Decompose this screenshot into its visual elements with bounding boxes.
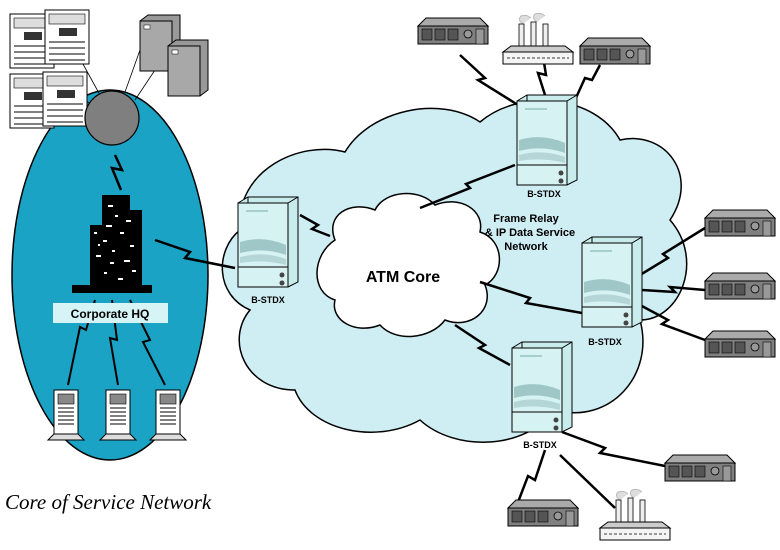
- hq-label-box: [53, 303, 168, 323]
- mainframe-cabinet: [167, 39, 209, 97]
- server-rack: [42, 71, 88, 127]
- bstdx-switch-bottom: [511, 341, 573, 433]
- remote-office-icon: [704, 272, 776, 300]
- remote-office-icon: [704, 330, 776, 358]
- hq-label: Corporate HQ: [71, 307, 150, 321]
- atm-core-cloud: [316, 192, 501, 338]
- bstdx-label-top: B-STDX: [527, 189, 561, 199]
- wan-links: [109, 49, 706, 511]
- bstdx-label-right: B-STDX: [588, 337, 622, 347]
- network-label-line1: Frame Relay: [493, 213, 559, 225]
- remote-office-icon: [507, 499, 579, 527]
- bstdx-switch-right: [581, 236, 643, 328]
- bstdx-label-bottom: B-STDX: [523, 440, 557, 450]
- hq-hub: [84, 90, 140, 146]
- factory-icon: [502, 12, 574, 65]
- bstdx-label-left: B-STDX: [251, 295, 285, 305]
- remote-office-icon: [417, 17, 489, 45]
- bstdx-switch-left: [237, 196, 299, 288]
- diagram-caption: Core of Service Network: [5, 490, 212, 514]
- remote-office-icon: [704, 209, 776, 237]
- server-rack: [44, 9, 90, 65]
- factory-icon: [599, 488, 671, 541]
- remote-office-icon: [579, 37, 651, 65]
- network-label-line2: & IP Data Service: [485, 227, 575, 239]
- atm-core-label: ATM Core: [366, 269, 440, 286]
- bstdx-switch-top: [516, 94, 578, 186]
- network-label-line3: Network: [504, 241, 548, 253]
- remote-office-icon: [664, 454, 736, 482]
- corporate-tower-icon: [72, 195, 152, 293]
